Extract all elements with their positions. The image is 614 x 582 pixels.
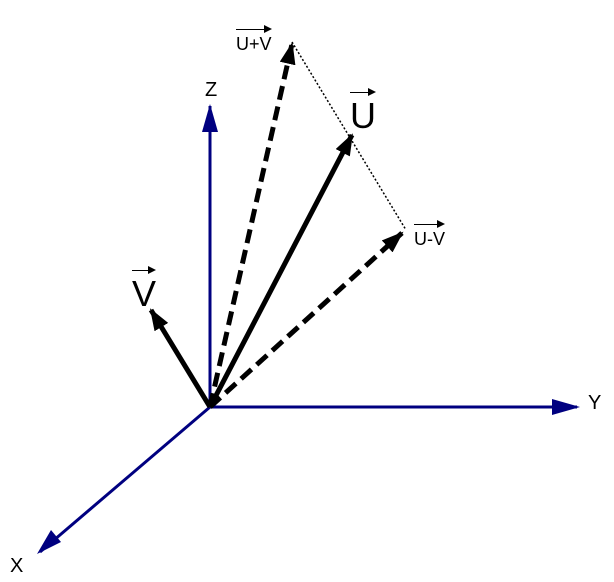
u-plus-v-label: U+V xyxy=(236,25,272,54)
y-axis-arrowhead xyxy=(552,399,580,415)
vector-u-minus-v xyxy=(208,231,404,409)
x-axis-label: X xyxy=(10,555,24,577)
v-label: V xyxy=(132,266,157,314)
x-axis xyxy=(39,405,211,554)
vector-u-plus-v xyxy=(207,42,296,408)
z-axis-arrowhead xyxy=(202,104,218,132)
z-axis-label: Z xyxy=(205,79,218,101)
u-minus-v-label: U-V xyxy=(414,220,445,249)
u-label: U xyxy=(350,88,376,136)
vector-v xyxy=(148,308,213,409)
y-axis-label: Y xyxy=(588,392,602,414)
vector-u xyxy=(207,133,355,409)
x-axis-arrowhead xyxy=(37,530,61,554)
